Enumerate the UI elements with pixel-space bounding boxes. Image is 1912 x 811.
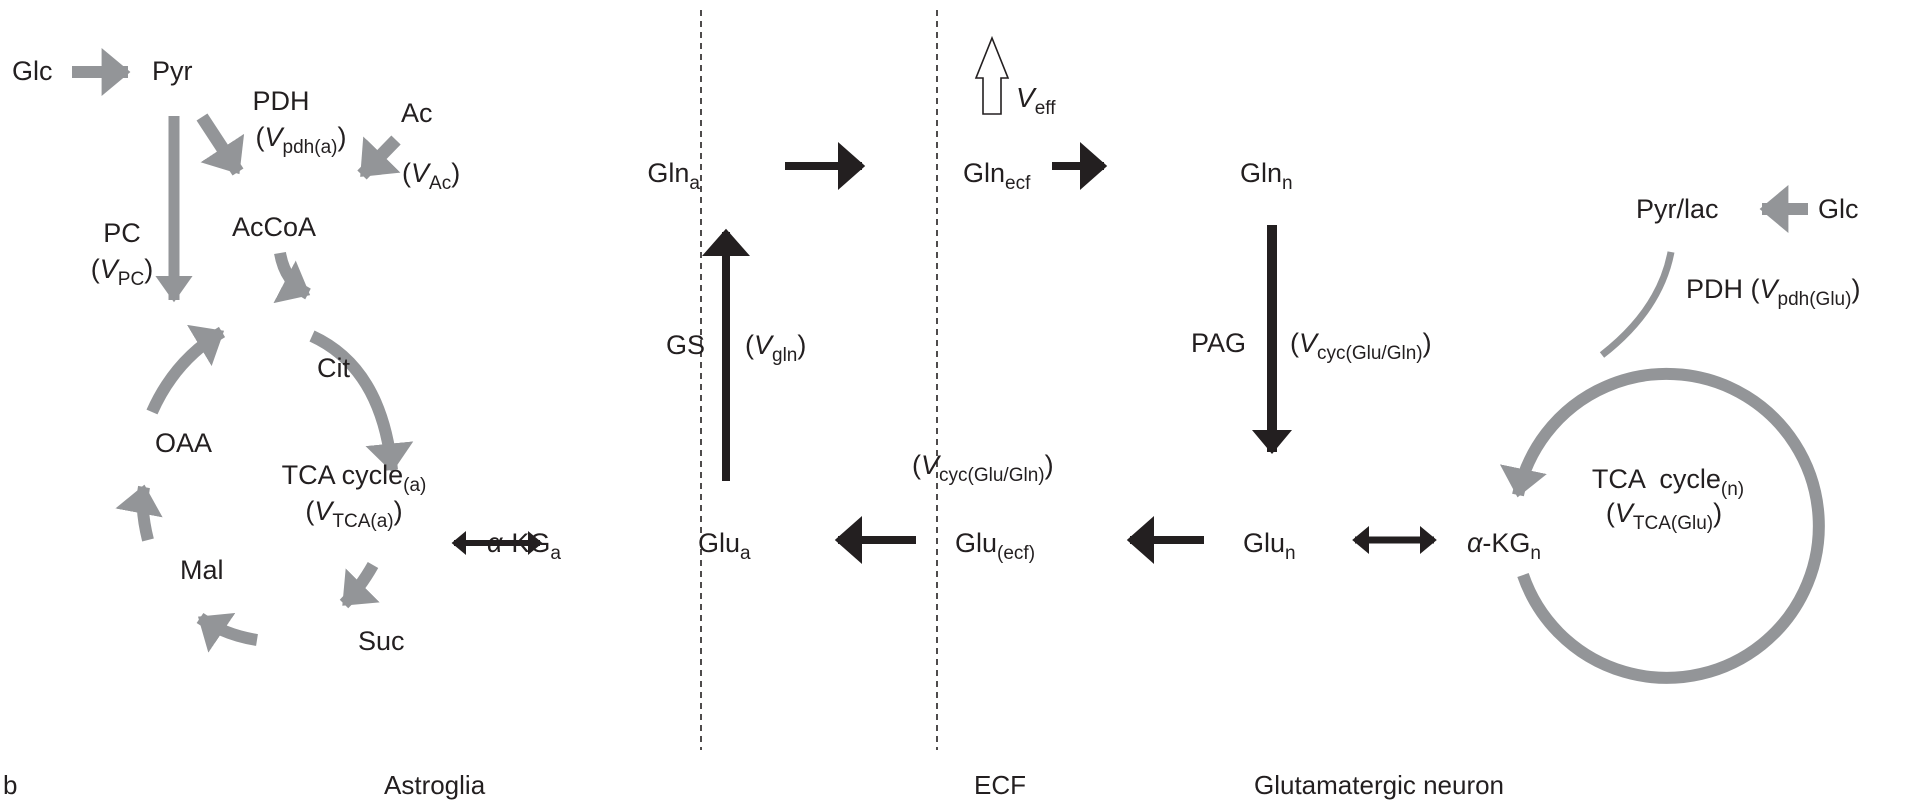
- rate-vcyc-neuron: (Vcyc(Glu/Gln)): [1290, 328, 1432, 364]
- efflux-arrow-icon: [974, 35, 1010, 115]
- rate-subscript: pdh(Glu): [1777, 289, 1852, 310]
- glu-name: Glu: [955, 528, 998, 558]
- arrow-akg-suc: [339, 562, 380, 609]
- node-glu-ecf: Glu(ecf): [955, 528, 1036, 564]
- akg-name: -KG: [502, 528, 551, 558]
- node-ac: Ac: [401, 98, 433, 128]
- enzyme-pc: PC: [103, 218, 141, 248]
- rate-vac: (VAc): [402, 158, 461, 194]
- rate-vpc: (VPC): [90, 254, 154, 290]
- rate-vgln: (Vgln): [745, 330, 807, 366]
- rate-vpdh-neuron: PDH (Vpdh(Glu)): [1686, 274, 1861, 310]
- rate-symbol: V: [754, 330, 773, 360]
- enzyme-pdh-neuron: PDH: [1686, 274, 1744, 304]
- node-glc-neuron: Glc: [1818, 194, 1859, 224]
- node-gln-astroglia: Glna: [647, 158, 700, 194]
- arrow-pyr-accoa-pdh: [196, 113, 245, 176]
- rate-symbol: V: [264, 122, 283, 152]
- node-pyr-astroglia: Pyr: [152, 56, 193, 86]
- gln-subscript: ecf: [1005, 173, 1031, 194]
- tca-cycle-neuron-ring: [1499, 367, 1825, 684]
- glu-name: Glu: [1243, 528, 1286, 558]
- alpha-symbol: α: [1467, 528, 1483, 558]
- node-akg-astroglia: α-KGa: [487, 528, 561, 564]
- node-accoa: AcCoA: [232, 212, 317, 242]
- rate-subscript: eff: [1034, 98, 1056, 119]
- label-tca-cycle-neuron: TCA cycle(n): [1591, 464, 1745, 500]
- rate-symbol: V: [1614, 498, 1633, 528]
- node-glc-astroglia: Glc: [12, 56, 53, 86]
- tca-subscript: (n): [1720, 479, 1745, 500]
- rate-vpdh-astroglia: (Vpdh(a)): [255, 122, 347, 158]
- node-gln-ecf: Glnecf: [963, 158, 1031, 194]
- rate-vcyc-ecf: (Vcyc(Glu/Gln)): [912, 450, 1054, 486]
- rate-symbol: V: [411, 158, 430, 188]
- region-neuron: Glutamatergic neuron: [1254, 770, 1505, 800]
- rate-vtca-neuron: (VTCA(Glu)): [1605, 498, 1723, 534]
- tca-name: TCA cycle: [281, 460, 404, 490]
- rate-subscript: cyc(Glu/Gln): [939, 465, 1045, 486]
- arrow-oaa-cit: [146, 324, 226, 415]
- arrow-mal-oaa: [115, 484, 163, 542]
- rate-subscript: Ac: [429, 173, 452, 194]
- tca-name: TCA cycle: [1591, 464, 1721, 494]
- tca-subscript: (a): [403, 475, 427, 496]
- rate-subscript: gln: [772, 345, 798, 366]
- gln-name: Gln: [963, 158, 1006, 188]
- rate-subscript: cyc(Glu/Gln): [1317, 343, 1423, 364]
- arrow-suc-mal: [196, 612, 259, 653]
- rate-subscript: TCA(a): [332, 511, 394, 532]
- rate-symbol: V: [1299, 328, 1318, 358]
- rate-subscript: PC: [117, 269, 145, 290]
- arrow-pyrlac-tca-pdh: [1599, 251, 1675, 358]
- arrow-accoa-cit: [273, 251, 312, 304]
- rate-subscript: pdh(a): [282, 137, 338, 158]
- panel-label: b: [3, 770, 18, 800]
- node-oaa: OAA: [155, 428, 213, 458]
- gln-name: Gln: [647, 158, 690, 188]
- node-mal: Mal: [180, 555, 224, 585]
- rate-symbol: V: [921, 450, 940, 480]
- node-suc: Suc: [358, 626, 405, 656]
- rate-symbol: V: [314, 496, 333, 526]
- akg-name: -KG: [1482, 528, 1531, 558]
- glu-subscript: a: [740, 543, 751, 564]
- enzyme-gs: GS: [666, 330, 706, 360]
- rate-symbol: V: [1016, 82, 1035, 113]
- rate-veff: Veff: [1016, 82, 1056, 119]
- glu-subscript: n: [1285, 543, 1296, 564]
- region-astroglia: Astroglia: [384, 770, 486, 800]
- enzyme-pag: PAG: [1191, 328, 1247, 358]
- rate-symbol: V: [99, 254, 118, 284]
- node-cit: Cit: [317, 353, 350, 383]
- glu-subscript: (ecf): [997, 543, 1036, 564]
- akg-subscript: a: [550, 543, 561, 564]
- gln-subscript: n: [1282, 173, 1293, 194]
- node-akg-neuron: α-KGn: [1467, 528, 1541, 564]
- arrow-cit-akg: [309, 330, 414, 473]
- akg-subscript: n: [1530, 543, 1541, 564]
- alpha-symbol: α: [487, 528, 503, 558]
- arrow-ac-accoa: [357, 135, 401, 180]
- label-tca-cycle-astroglia: TCA cycle(a): [281, 460, 427, 496]
- rate-subscript: TCA(Glu): [1632, 513, 1714, 534]
- gln-name: Gln: [1240, 158, 1283, 188]
- node-glu-astroglia: Glua: [698, 528, 751, 564]
- node-glu-neuron: Glun: [1243, 528, 1296, 564]
- gln-subscript: a: [689, 173, 700, 194]
- glu-name: Glu: [698, 528, 741, 558]
- region-ecf: ECF: [974, 770, 1026, 800]
- rate-symbol: V: [1759, 274, 1778, 304]
- rate-vtca-astroglia: (VTCA(a)): [305, 496, 403, 532]
- node-pyrlac: Pyr/lac: [1636, 194, 1719, 224]
- enzyme-pdh-astroglia: PDH: [252, 86, 310, 116]
- node-gln-neuron: Glnn: [1240, 158, 1293, 194]
